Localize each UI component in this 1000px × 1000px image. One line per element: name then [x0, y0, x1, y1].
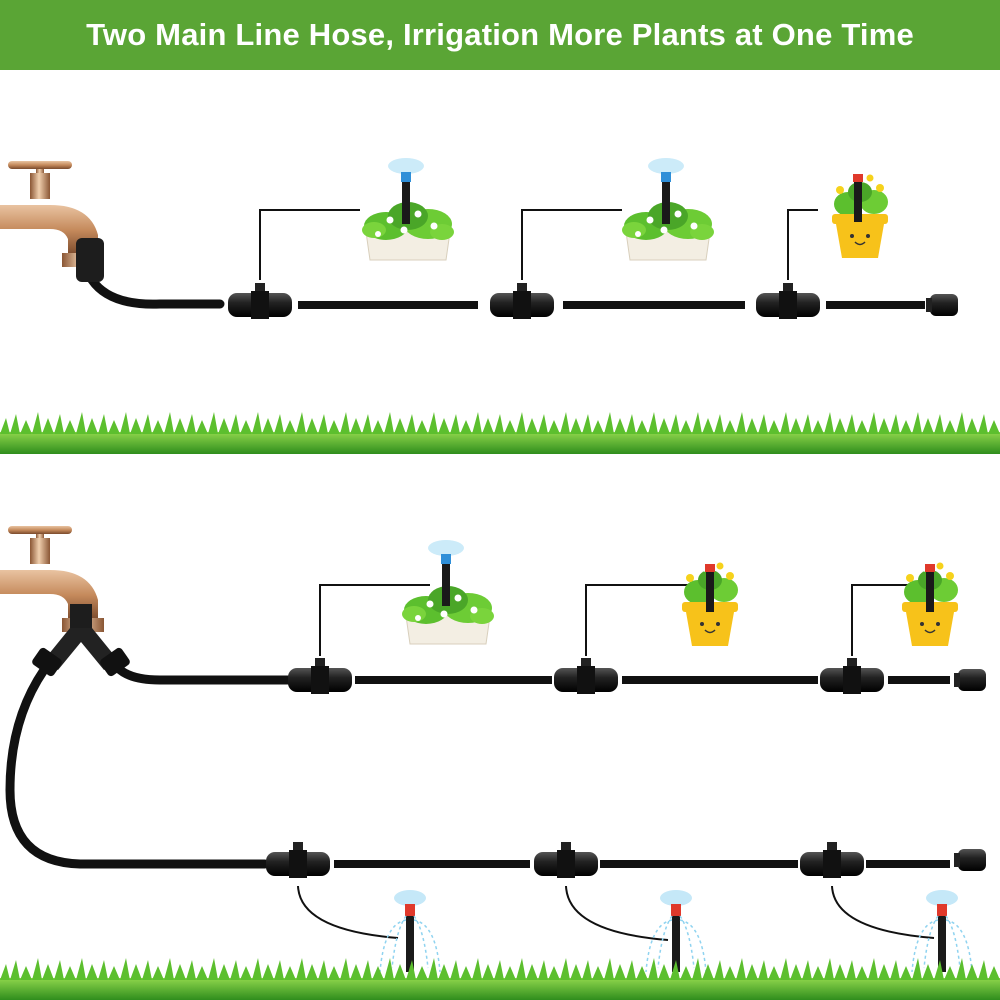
grass-strip [0, 958, 1000, 1000]
branch-tube [585, 584, 700, 656]
tee-connector-icon [288, 658, 352, 694]
banner-title: Two Main Line Hose, Irrigation More Plan… [86, 17, 914, 52]
red-nozzle-icon [705, 564, 715, 612]
tee-connector-icon [756, 283, 820, 319]
end-plug-icon [954, 669, 986, 691]
branch-tube [319, 584, 430, 656]
branch-tube [297, 885, 399, 939]
supply-hose [87, 275, 225, 309]
irrigation-diagram [0, 158, 1000, 1000]
branch-tube [565, 885, 669, 941]
upper-supply-hose [113, 663, 295, 685]
diagram-single-main-line [0, 158, 958, 319]
ground-sprinkler-icon [379, 889, 441, 973]
end-plug-icon [926, 294, 958, 316]
lower-supply-hose [5, 665, 270, 869]
tee-connector-icon [820, 658, 884, 694]
tee-connector-icon [266, 842, 330, 878]
hose-adapter-icon [76, 238, 104, 282]
diagram-two-main-lines [0, 526, 986, 973]
red-nozzle-icon [853, 174, 863, 222]
branch-tube [521, 209, 622, 280]
grass-strip [0, 412, 1000, 454]
branch-tube [831, 885, 935, 939]
branch-tube [787, 209, 818, 280]
branch-tube [851, 584, 924, 656]
tee-connector-icon [490, 283, 554, 319]
branch-tube [259, 209, 360, 280]
ground-sprinkler-icon [645, 889, 707, 973]
red-nozzle-icon [925, 564, 935, 612]
y-splitter-icon [32, 604, 130, 677]
tee-connector-icon [554, 658, 618, 694]
header-banner: Two Main Line Hose, Irrigation More Plan… [0, 0, 1000, 70]
tee-connector-icon [800, 842, 864, 878]
tee-connector-icon [534, 842, 598, 878]
tee-connector-icon [228, 283, 292, 319]
end-plug-icon [954, 849, 986, 871]
ground-sprinkler-icon [911, 889, 973, 973]
